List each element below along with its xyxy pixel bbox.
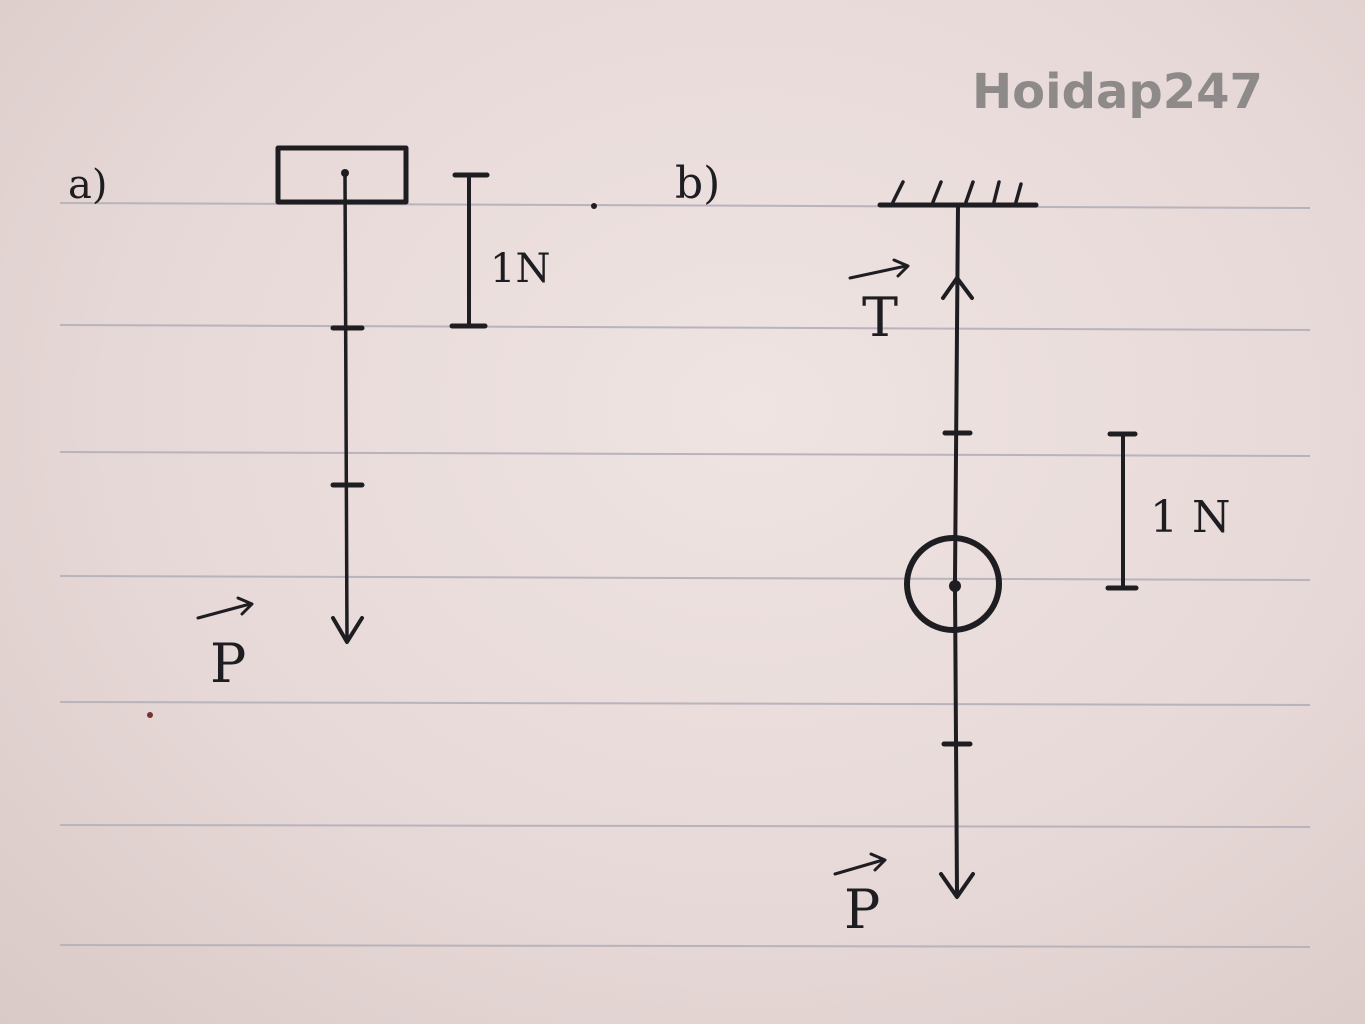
vector-arrow-mark-head [892,258,910,278]
ink-speck [147,712,153,718]
part-b: b) T P 1 N [675,158,1230,941]
vector-arrow-mark-head [236,596,254,616]
string-line [953,203,960,582]
weight-label: P [844,878,880,941]
ruled-lines [59,202,1311,948]
weight-vector-line [343,173,349,642]
tension-label: T [862,286,898,349]
vector-arrow-mark [833,858,885,876]
vector-arrow-mark [196,602,252,620]
part-a: a) P 1N [68,145,597,695]
weight-vector-line [953,584,959,896]
scale-label: 1N [490,246,550,292]
watermark: Hoidap247 [972,64,1263,120]
part-a-label: a) [68,162,107,208]
weight-vector-arrowhead [939,872,975,899]
scale-label: 1 N [1150,492,1230,543]
ceiling-hatching [891,180,1023,204]
weight-label: P [210,632,246,695]
part-b-label: b) [675,158,720,209]
block-shape [275,145,409,205]
tension-vector-arrowhead [941,276,974,300]
ink-dot [591,203,597,209]
vector-arrow-mark-head [869,852,887,872]
hanging-ball [904,535,1002,633]
vector-arrow-mark [848,264,908,280]
block-center-point [341,169,349,177]
weight-vector-arrowhead [331,616,364,644]
